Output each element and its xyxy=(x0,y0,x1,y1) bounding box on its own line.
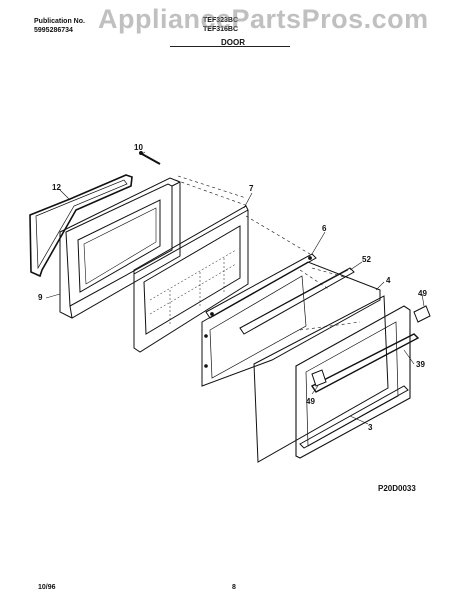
section-title: DOOR xyxy=(221,38,245,47)
page-number: 8 xyxy=(232,584,236,591)
callout-52: 52 xyxy=(362,255,371,264)
publication-label: Publication No. xyxy=(34,18,85,25)
door-gasket-part-12 xyxy=(29,174,133,278)
handle-cap-part-49-lower xyxy=(311,369,327,387)
callout-9: 9 xyxy=(38,293,43,302)
callout-49-lower: 49 xyxy=(306,397,315,406)
inner-door-frame-part-9 xyxy=(59,177,181,319)
callout-49-upper: 49 xyxy=(418,289,427,298)
header-rule xyxy=(170,46,290,47)
callout-6: 6 xyxy=(322,224,327,233)
trim-strip-part-52 xyxy=(239,267,355,335)
callout-10: 10 xyxy=(134,143,143,152)
diagram-code: P20D0033 xyxy=(378,484,416,493)
insulation-panel-part-7 xyxy=(133,205,249,353)
trim-bracket-part-6 xyxy=(205,253,317,319)
screw-part-10 xyxy=(139,151,161,165)
door-handle-part-39 xyxy=(310,333,420,393)
footer-date: 10/96 xyxy=(38,584,56,591)
callout-labels: 10 12 7 6 52 4 49 9 39 49 3 xyxy=(38,143,427,432)
model-number-1: TEF323BC xyxy=(203,17,239,24)
handle-cap-part-49-upper xyxy=(413,305,431,323)
leader-lines xyxy=(45,151,425,425)
inner-door-panel xyxy=(201,261,381,387)
callout-4: 4 xyxy=(386,276,391,285)
door-glass-part-4 xyxy=(253,295,389,463)
outer-door-panel xyxy=(295,305,411,459)
callout-3: 3 xyxy=(368,423,373,432)
model-number-2: TEF316BC xyxy=(203,26,239,33)
publication-number: 5995286734 xyxy=(34,27,73,34)
bottom-trim-part-3 xyxy=(299,385,409,449)
alignment-lines xyxy=(169,175,361,331)
watermark: AppliancePartsPros.com xyxy=(98,4,429,34)
callout-7: 7 xyxy=(249,184,254,193)
callout-12: 12 xyxy=(52,183,61,192)
callout-39: 39 xyxy=(416,360,425,369)
